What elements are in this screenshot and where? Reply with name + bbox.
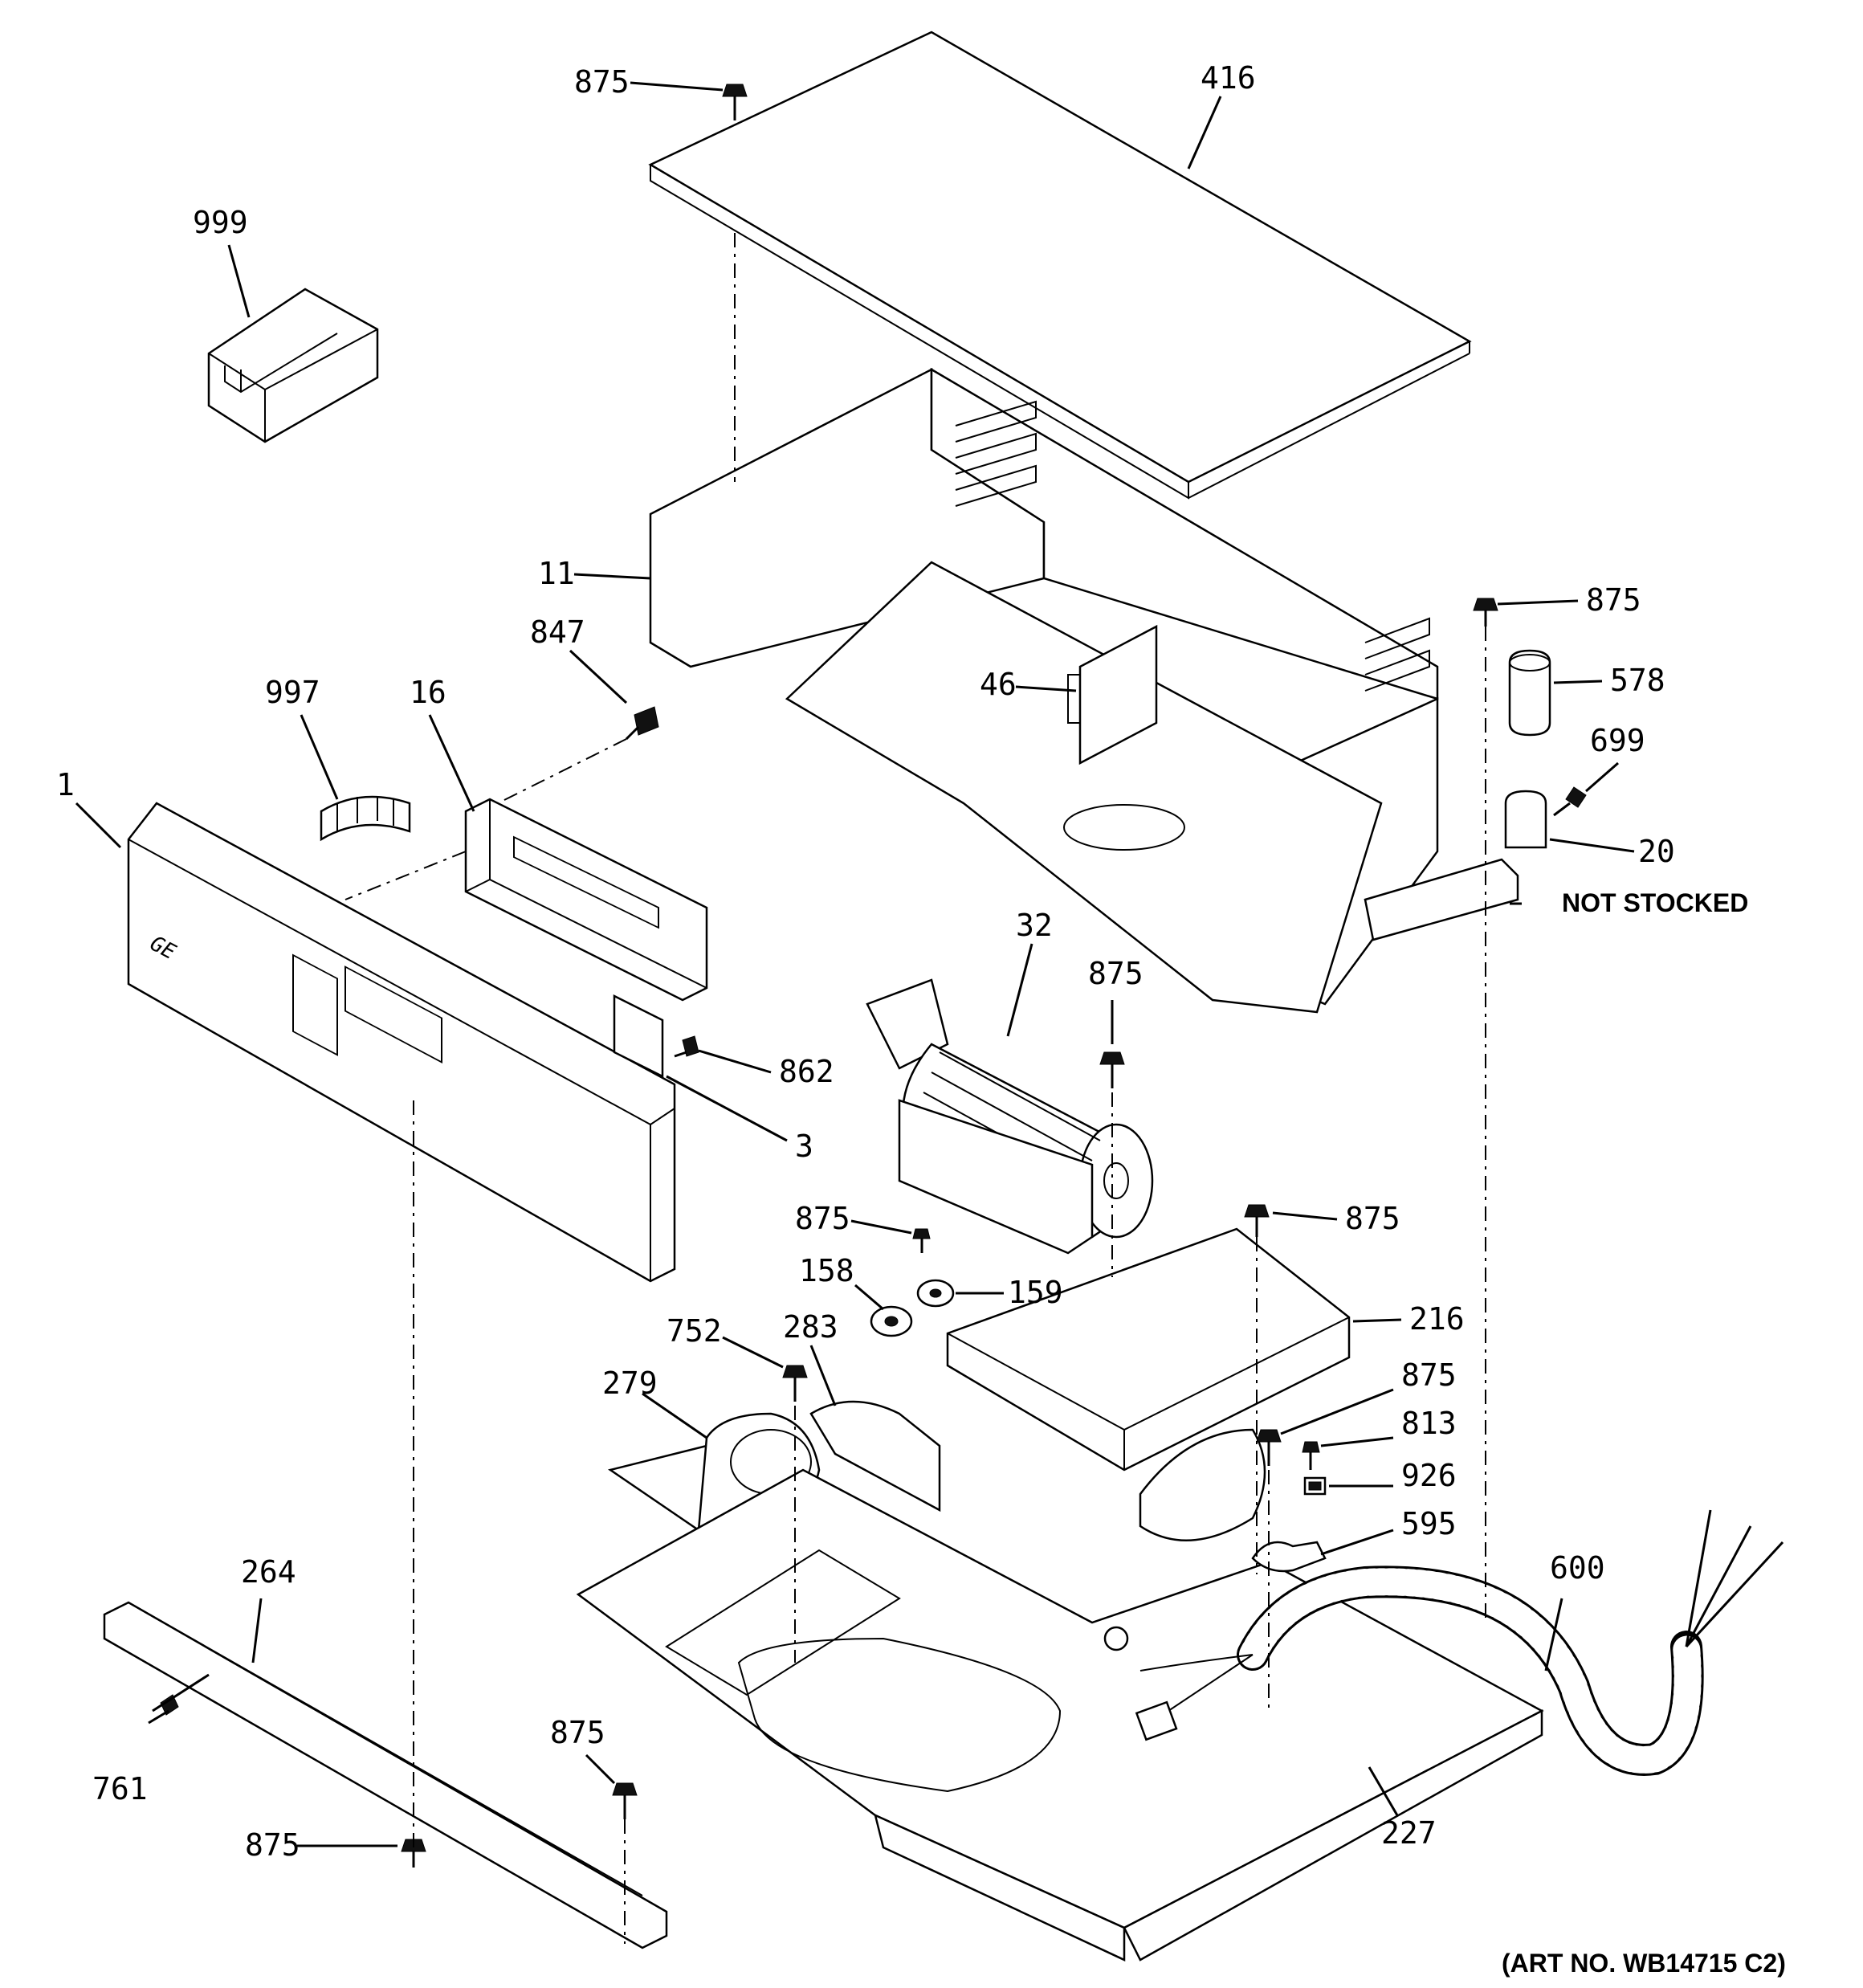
screw-icon-761[interactable] bbox=[148, 1694, 179, 1725]
callout-875-r3: 875 bbox=[1401, 1357, 1457, 1393]
callout-699: 699 bbox=[1590, 723, 1645, 758]
screw-icon-862[interactable] bbox=[674, 1035, 699, 1058]
nut-926[interactable] bbox=[1303, 1476, 1327, 1496]
control-panel-1[interactable]: GE bbox=[127, 802, 676, 1283]
screw-icon-752[interactable] bbox=[782, 1365, 808, 1402]
callout-227: 227 bbox=[1381, 1815, 1437, 1851]
callout-862: 862 bbox=[779, 1054, 834, 1089]
wire-harness-600[interactable] bbox=[1103, 1509, 1784, 1776]
callout-159: 159 bbox=[1008, 1275, 1063, 1310]
callout-20: 20 bbox=[1638, 834, 1675, 869]
screw-icon-699[interactable] bbox=[1553, 786, 1587, 817]
top-cover-416[interactable] bbox=[648, 31, 1472, 500]
screw-icon-875-r2[interactable] bbox=[1244, 1204, 1270, 1237]
bracket-3[interactable] bbox=[613, 994, 664, 1079]
callout-3: 3 bbox=[795, 1129, 813, 1164]
callout-761: 761 bbox=[92, 1771, 148, 1806]
callout-labels: 875 416 999 11 875 578 699 20 847 997 16… bbox=[56, 60, 1675, 1863]
callout-11: 11 bbox=[538, 556, 575, 591]
screw-icon-847[interactable] bbox=[625, 706, 659, 741]
art-number: (ART NO. WB14715 C2) bbox=[1502, 1949, 1786, 1978]
callout-997: 997 bbox=[265, 675, 320, 710]
leader-lines bbox=[75, 81, 1635, 1847]
kit-box-999[interactable] bbox=[207, 288, 379, 443]
screw-icon-875-r3[interactable] bbox=[1256, 1429, 1282, 1466]
callout-264: 264 bbox=[241, 1554, 296, 1590]
callout-600: 600 bbox=[1550, 1550, 1605, 1586]
mounting-bracket-not-stocked bbox=[1364, 858, 1519, 941]
clamp-595[interactable] bbox=[1251, 1541, 1327, 1573]
callout-813: 813 bbox=[1401, 1406, 1457, 1441]
screw-icon-875-bl[interactable] bbox=[612, 1782, 638, 1819]
control-board-46[interactable] bbox=[1067, 624, 1158, 765]
not-stocked-note: NOT STOCKED bbox=[1562, 888, 1748, 917]
callout-875-b: 875 bbox=[245, 1827, 300, 1863]
callout-279: 279 bbox=[602, 1365, 658, 1401]
control-module-16[interactable] bbox=[464, 798, 708, 1002]
outer-case-11[interactable] bbox=[649, 367, 1439, 1014]
callout-752: 752 bbox=[667, 1313, 722, 1349]
ribbon-cable-997[interactable] bbox=[320, 795, 411, 842]
screw-icon-875-fan[interactable] bbox=[1099, 1051, 1125, 1088]
callout-158: 158 bbox=[799, 1253, 854, 1288]
callout-216: 216 bbox=[1409, 1301, 1465, 1337]
callout-847: 847 bbox=[530, 614, 585, 650]
convection-fan-32[interactable] bbox=[866, 978, 1154, 1255]
thermostat-158[interactable] bbox=[870, 1305, 913, 1337]
callout-32: 32 bbox=[1016, 908, 1053, 943]
callout-875-fan: 875 bbox=[1088, 956, 1143, 991]
callout-46: 46 bbox=[980, 667, 1017, 702]
capacitor-578[interactable] bbox=[1508, 649, 1551, 737]
cover-plate-216[interactable] bbox=[946, 1227, 1351, 1472]
screw-icon-875-mid[interactable] bbox=[912, 1228, 931, 1253]
callout-875-mid: 875 bbox=[795, 1201, 850, 1236]
screw-icon-875-r1[interactable] bbox=[1473, 598, 1498, 627]
callout-578: 578 bbox=[1610, 663, 1665, 698]
screw-icon-875-top[interactable] bbox=[722, 84, 748, 120]
callout-283: 283 bbox=[783, 1309, 838, 1345]
callout-875-r1: 875 bbox=[1586, 582, 1641, 618]
callout-926: 926 bbox=[1401, 1458, 1457, 1493]
callout-595: 595 bbox=[1401, 1506, 1457, 1541]
callout-416: 416 bbox=[1201, 60, 1256, 96]
trim-strip-264[interactable] bbox=[103, 1601, 668, 1949]
callout-1: 1 bbox=[56, 767, 75, 802]
callout-16: 16 bbox=[410, 675, 446, 710]
callout-875-bl: 875 bbox=[550, 1715, 605, 1750]
capacitor-bracket-20[interactable] bbox=[1504, 790, 1547, 849]
callout-875-top: 875 bbox=[574, 64, 630, 100]
duct-283[interactable] bbox=[809, 1400, 941, 1512]
callout-999: 999 bbox=[193, 205, 248, 240]
alignment-lines bbox=[344, 233, 1486, 1944]
callout-875-r2: 875 bbox=[1345, 1201, 1400, 1236]
screw-icon-813[interactable] bbox=[1302, 1441, 1320, 1470]
thermostat-159[interactable] bbox=[916, 1279, 955, 1308]
